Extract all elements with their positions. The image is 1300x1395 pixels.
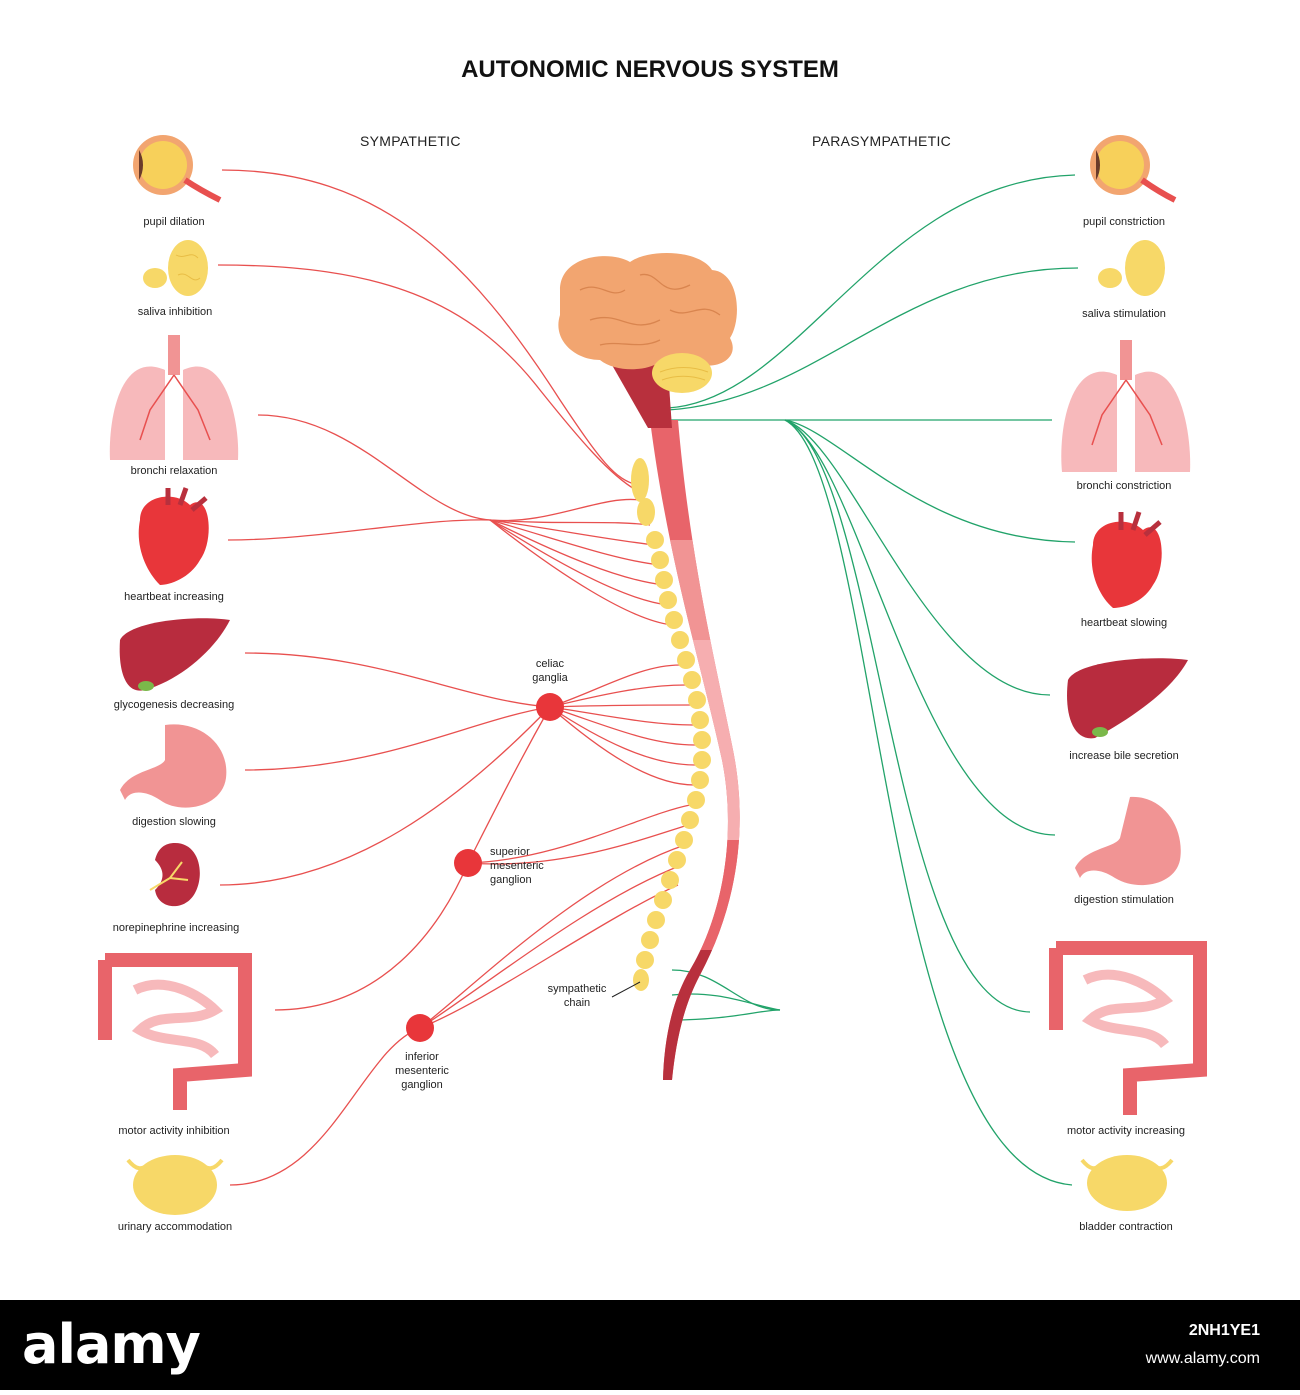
alamy-logo: alamy xyxy=(22,1313,201,1376)
bladder-icon xyxy=(1080,1155,1174,1211)
watermark-bar xyxy=(0,1300,1300,1390)
label-line: ganglion xyxy=(490,874,532,886)
parasympathetic-label-5: digestion stimulation xyxy=(1074,894,1174,906)
parasympathetic-label-3: heartbeat slowing xyxy=(1080,617,1168,629)
sympathetic-label-4: glycogenesis decreasing xyxy=(113,699,235,711)
bladder-icon xyxy=(126,1155,224,1215)
label-line: ganglia xyxy=(532,672,568,684)
superior-mesenteric-ganglion xyxy=(454,849,482,877)
sympathetic-chain-pointer xyxy=(611,981,641,998)
intestine-icon xyxy=(98,953,252,1110)
lungs-icon xyxy=(1061,340,1191,472)
sympathetic-label-5: digestion slowing xyxy=(132,816,216,828)
brain-icon xyxy=(558,252,737,393)
inferior-mesenteric-ganglion xyxy=(406,1014,434,1042)
superior-mesenteric-ganglion-label: superior mesenteric ganglion xyxy=(490,845,544,887)
sympathetic-label-3: heartbeat increasing xyxy=(124,591,224,603)
salivary-gland-icon xyxy=(1098,240,1165,296)
sympathetic-label-0: pupil dilation xyxy=(143,216,205,228)
label-line: ganglion xyxy=(401,1079,443,1091)
celiac-ganglia-label: celiac ganglia xyxy=(532,657,567,685)
sympathetic-nerves xyxy=(217,169,696,1186)
diagram-title: AUTONOMIC NERVOUS SYSTEM xyxy=(461,56,839,83)
label-line: superior xyxy=(490,846,530,858)
sympathetic-label-8: urinary accommodation xyxy=(117,1221,233,1233)
label-line: celiac xyxy=(535,658,565,670)
image-id: 2NH1YE1 xyxy=(1188,1322,1260,1339)
sympathetic-label-2: bronchi relaxation xyxy=(130,465,218,477)
sympathetic-chain xyxy=(631,458,711,991)
parasympathetic-label-7: bladder contraction xyxy=(1079,1221,1173,1233)
sympathetic-chain-label: sympathetic chain xyxy=(548,982,607,1010)
label-line: inferior xyxy=(405,1051,439,1063)
sympathetic-label-1: saliva inhibition xyxy=(137,306,213,318)
stomach-icon xyxy=(120,724,227,808)
parasympathetic-label-0: pupil constriction xyxy=(1083,216,1165,228)
label-line: mesenteric xyxy=(490,860,544,872)
salivary-gland-icon xyxy=(143,240,208,296)
site-url: www.alamy.com xyxy=(1145,1350,1260,1367)
label-line: chain xyxy=(563,997,591,1009)
parasympathetic-nerves xyxy=(667,174,1079,1186)
parasympathetic-label-4: increase bile secretion xyxy=(1069,750,1179,762)
parasympathetic-label-6: motor activity increasing xyxy=(1067,1125,1185,1137)
eye-icon xyxy=(133,135,222,203)
lungs-icon xyxy=(109,335,239,460)
liver-icon xyxy=(1067,658,1188,739)
heart-icon xyxy=(1091,511,1162,608)
sympathetic-label-6: norepinephrine increasing xyxy=(112,922,240,934)
eye-icon xyxy=(1090,135,1177,203)
parasympathetic-heading: PARASYMPATHETIC xyxy=(812,133,952,149)
celiac-ganglion xyxy=(536,693,564,721)
heart-icon xyxy=(138,487,209,585)
inferior-mesenteric-ganglion-label: inferior mesenteric ganglion xyxy=(395,1050,449,1092)
intestine-icon xyxy=(1049,941,1207,1115)
stomach-icon xyxy=(1075,796,1181,886)
sympathetic-label-7: motor activity inhibition xyxy=(118,1125,230,1137)
liver-icon xyxy=(119,618,230,691)
kidney-icon xyxy=(149,843,200,907)
label-line: mesenteric xyxy=(395,1065,449,1077)
parasympathetic-label-1: saliva stimulation xyxy=(1082,308,1166,320)
parasympathetic-label-2: bronchi constriction xyxy=(1076,480,1172,492)
label-line: sympathetic xyxy=(547,983,607,995)
sympathetic-heading: SYMPATHETIC xyxy=(360,133,461,149)
